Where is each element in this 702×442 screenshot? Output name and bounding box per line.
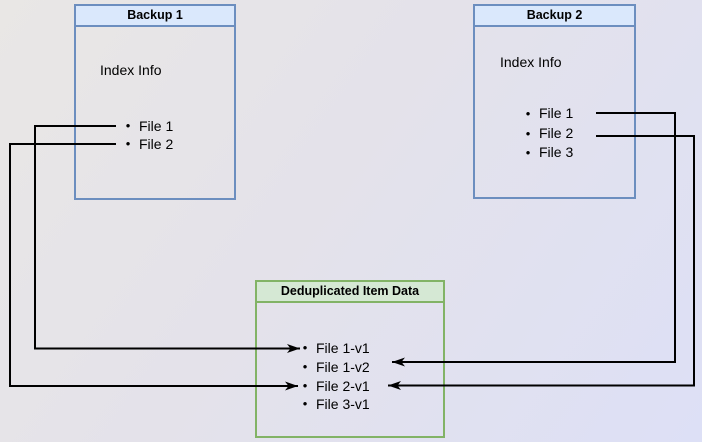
list-item: • File 3-v1 [298,395,370,414]
bullet-icon: • [525,125,531,141]
bullet-icon: • [525,106,531,121]
backup2-index-info-label: Index Info [500,54,562,70]
bullet-icon: • [302,340,308,355]
file-label: File 3 [539,144,574,160]
list-item: • File 1-v2 [298,358,370,377]
file-label: File 1-v2 [316,358,370,375]
file-label: File 3-v1 [316,396,370,413]
list-item: • File 1 [121,117,174,135]
bullet-icon: • [302,358,308,374]
bullet-icon: • [125,118,131,133]
file-label: File 2 [539,124,574,141]
file-label: File 1-v1 [316,340,370,356]
backup1-index-info-label: Index Info [100,62,162,78]
file-label: File 1 [539,105,574,121]
bullet-icon: • [302,377,308,393]
list-item: • File 2-v1 [298,377,370,396]
backup2-file-list: • File 1 • File 2 • File 3 [521,104,574,163]
backup1-file-list: • File 1 • File 2 [121,117,174,153]
file-label: File 2-v1 [316,377,370,394]
list-item: • File 1 [521,104,574,124]
dedup-item-list: • File 1-v1 • File 1-v2 • File 2-v1 • File 3-v1 [298,339,370,414]
bullet-icon: • [125,136,131,151]
file-label: File 2 [139,136,174,152]
list-item: • File 1-v1 [298,339,370,358]
list-item: • File 2 [121,135,174,153]
dedup-header: Deduplicated Item Data [257,282,443,303]
bullet-icon: • [302,396,308,412]
file-label: File 1 [139,118,174,134]
backup2-box: Backup 2 [473,4,636,199]
backup2-header: Backup 2 [475,6,634,27]
backup1-box: Backup 1 [74,4,236,200]
list-item: • File 2 [521,124,574,144]
bullet-icon: • [525,145,531,160]
backup1-header: Backup 1 [76,6,234,27]
list-item: • File 3 [521,143,574,163]
